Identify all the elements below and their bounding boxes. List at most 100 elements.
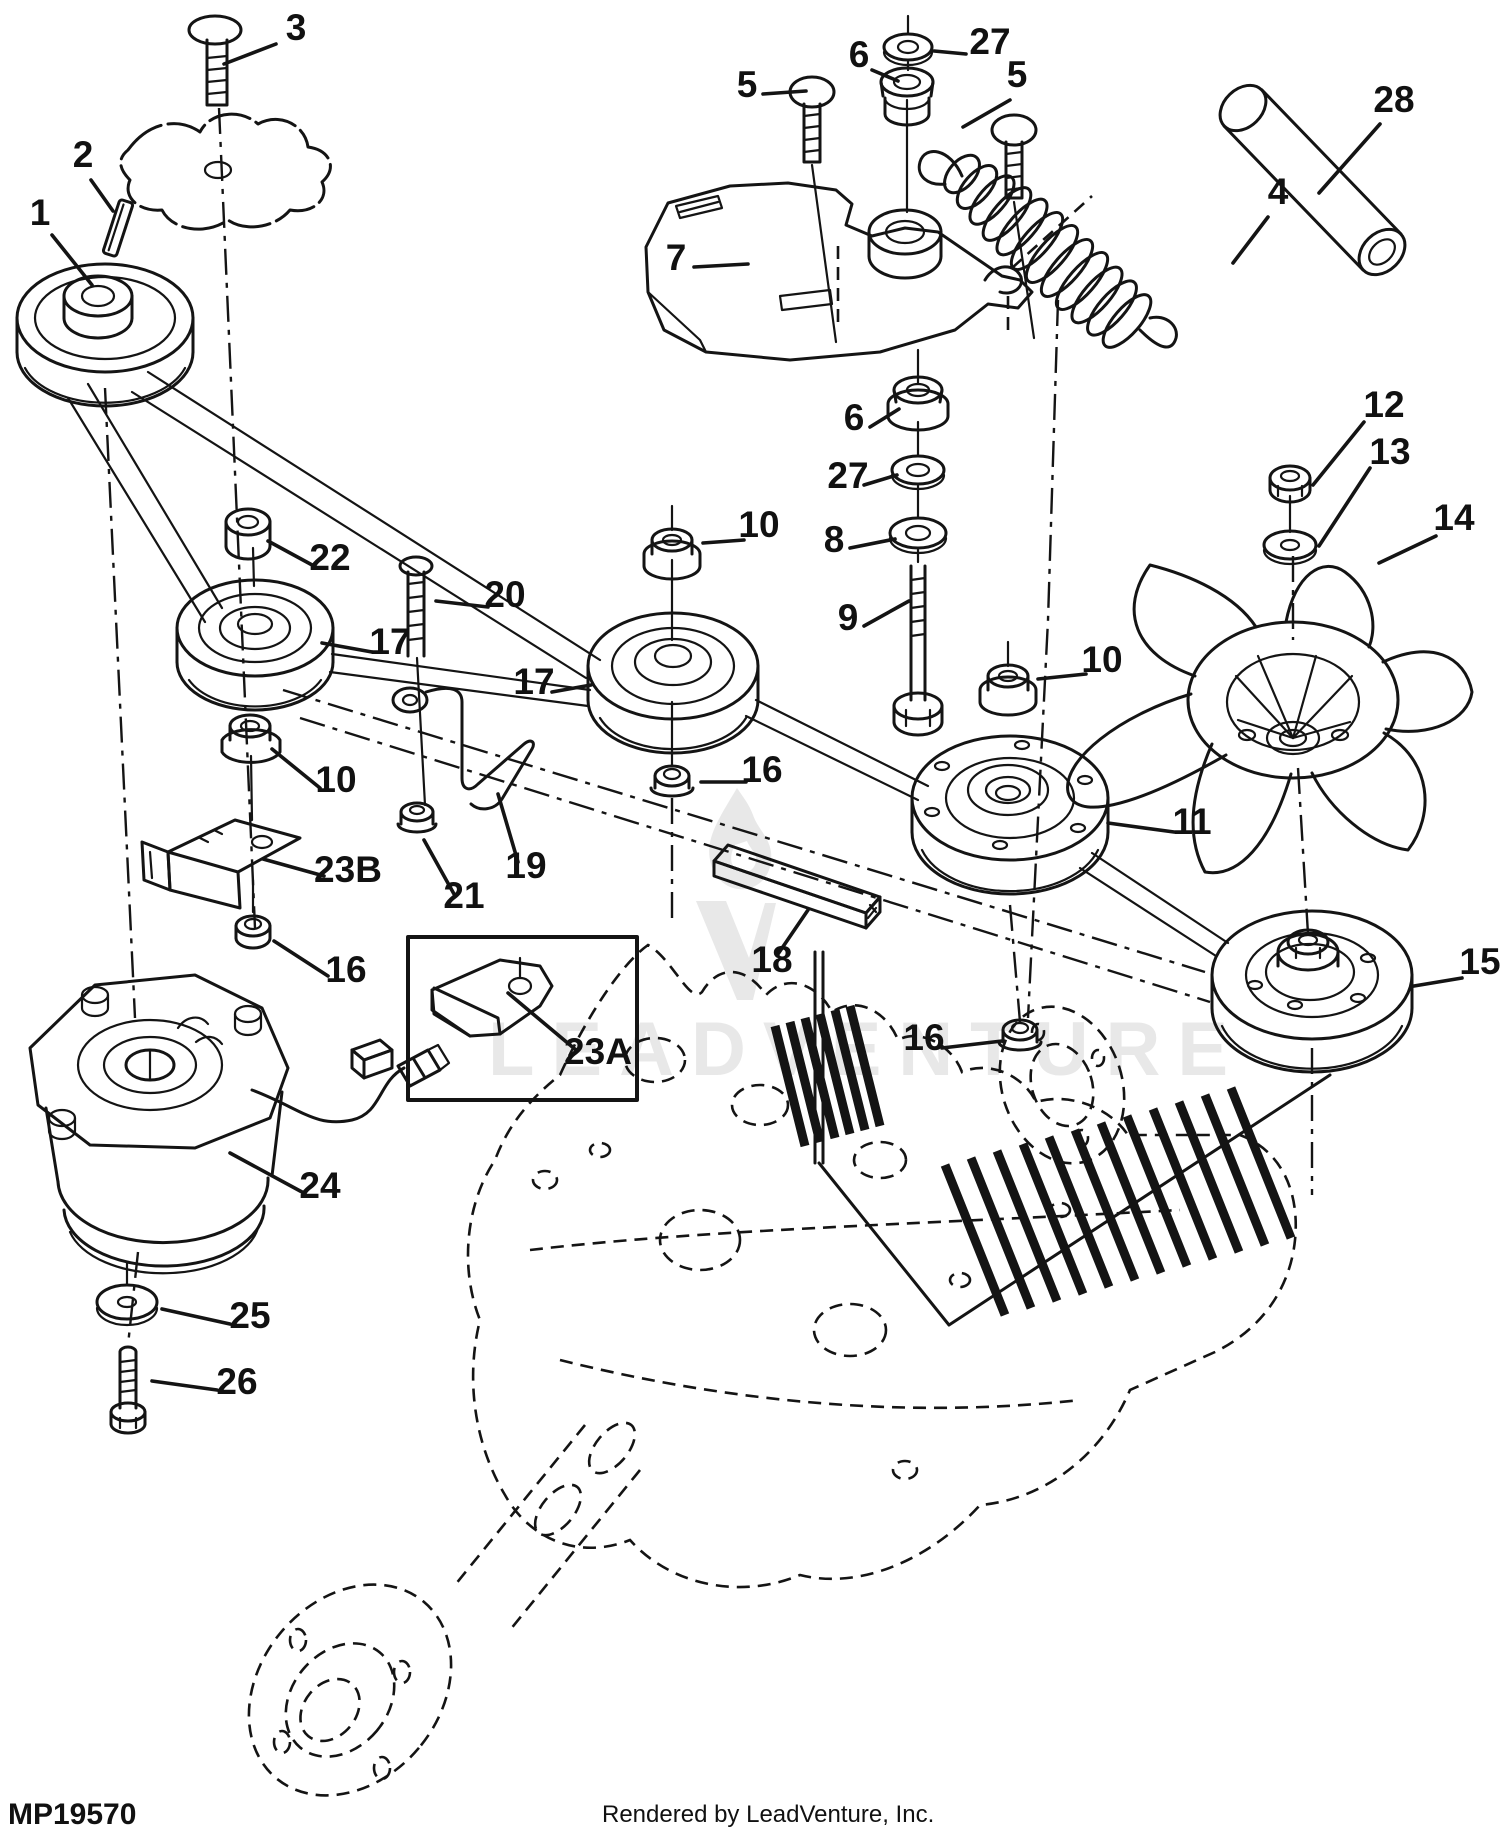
callout-leader-15	[1412, 976, 1464, 988]
flame-watermark-icon	[709, 788, 772, 890]
callout-label-27: 27	[827, 455, 868, 496]
callout-leader-22	[266, 539, 316, 568]
callout-leader-28	[1317, 122, 1382, 195]
key-2	[101, 198, 135, 258]
callout-leader-19	[496, 792, 520, 864]
callout-label-9: 9	[838, 597, 859, 638]
callout-label-25: 25	[229, 1295, 270, 1336]
spring-4	[917, 150, 1178, 349]
callout-label-6: 6	[849, 34, 870, 75]
callout-label-19: 19	[505, 845, 546, 886]
callout-leader-16	[272, 939, 330, 978]
callout-leader-14	[1377, 534, 1438, 565]
clutch-24	[28, 973, 451, 1275]
sleeve-28	[1218, 83, 1407, 277]
callout-label-8: 8	[824, 519, 845, 560]
callout-leader-6	[870, 68, 900, 83]
callout-leader-4	[1231, 215, 1270, 265]
pulley-15	[1210, 909, 1414, 1074]
idler-pulley-17-left	[175, 578, 335, 712]
callout-leader-10	[1036, 672, 1088, 681]
washer-25	[95, 1283, 159, 1327]
bolt-26	[109, 1345, 147, 1435]
drive-belt-lines	[66, 370, 1332, 1327]
callout-label-13: 13	[1369, 431, 1410, 472]
callout-label-12: 12	[1363, 384, 1404, 425]
clutch-posts	[47, 985, 263, 1141]
callout-label-2: 2	[73, 134, 94, 175]
callout-leader-11	[1106, 821, 1176, 834]
callout-leader-7	[692, 262, 750, 269]
callout-leader-23B	[261, 857, 326, 878]
callout-leader-17	[320, 641, 374, 654]
chevron-watermark-icon	[696, 901, 776, 1000]
callout-leader-17	[550, 683, 593, 694]
render-credit: Rendered by LeadVenture, Inc.	[602, 1801, 934, 1828]
callout-leader-23A	[506, 991, 578, 1052]
bushing-10-center	[642, 527, 702, 581]
callout-label-5: 5	[1007, 54, 1028, 95]
callout-label-17: 17	[513, 661, 554, 702]
callout-leader-5	[961, 98, 1012, 129]
bolt-3	[187, 14, 243, 107]
callout-leader-24	[228, 1151, 304, 1194]
callout-leader-6	[868, 407, 901, 429]
spacer-22	[224, 507, 272, 561]
callout-label-14: 14	[1433, 497, 1475, 538]
callout-label-26: 26	[216, 1361, 257, 1402]
callout-label-4: 4	[1268, 171, 1289, 212]
bracket-23B	[140, 818, 302, 910]
callout-label-23A: 23A	[564, 1031, 632, 1072]
key-18-small	[350, 1038, 394, 1080]
pulley-11	[910, 734, 1110, 896]
key-18	[712, 843, 882, 930]
bolt-5-left	[788, 75, 836, 164]
callout-leader-12	[1311, 420, 1366, 487]
callout-label-23B: 23B	[314, 849, 382, 890]
callout-label-15: 15	[1459, 941, 1500, 982]
transaxle	[247, 943, 1298, 1797]
callout-leader-21	[422, 838, 456, 896]
fan-14	[1066, 563, 1474, 875]
callout-leader-10	[270, 747, 322, 790]
callout-leader-8	[848, 537, 897, 550]
callout-leader-20	[434, 599, 490, 609]
plate-bore	[203, 160, 233, 180]
callout-label-18: 18	[751, 939, 792, 980]
hatch-stripes-fins	[940, 1086, 1296, 1317]
callout-leader-25	[160, 1307, 232, 1326]
callout-leader-9	[862, 599, 911, 628]
callout-leader-27	[932, 49, 968, 56]
nut-21	[396, 801, 438, 834]
callout-label-7: 7	[666, 237, 687, 278]
callout-label-20: 20	[484, 574, 525, 615]
callout-label-16: 16	[741, 749, 782, 790]
wavy-shield-plate	[119, 112, 332, 231]
rod-19	[391, 686, 535, 811]
bolt-9	[892, 564, 944, 737]
bushing-10-right	[978, 663, 1038, 717]
idler-pulley-17-center	[586, 611, 760, 755]
callout-leader-5	[761, 89, 808, 96]
washer-27-lower	[890, 454, 946, 491]
callout-label-16: 16	[325, 949, 366, 990]
washer-27-top	[882, 32, 934, 67]
callout-label-10: 10	[738, 504, 779, 545]
callout-label-5: 5	[737, 64, 758, 105]
nut-12	[1268, 464, 1312, 504]
callout-label-27: 27	[969, 21, 1010, 62]
callout-label-10: 10	[1081, 639, 1122, 680]
washer-8	[888, 516, 948, 555]
hatch-stripes-input	[770, 1004, 885, 1148]
callout-label-10: 10	[315, 759, 356, 800]
document-number: MP19570	[8, 1798, 136, 1831]
nut-16-left	[234, 914, 272, 950]
bushing-10-left	[220, 713, 282, 764]
inset-box-23A	[406, 935, 639, 1102]
callout-leader-13	[1317, 466, 1372, 548]
callout-leader-18	[776, 908, 810, 956]
callout-label-21: 21	[443, 875, 484, 916]
